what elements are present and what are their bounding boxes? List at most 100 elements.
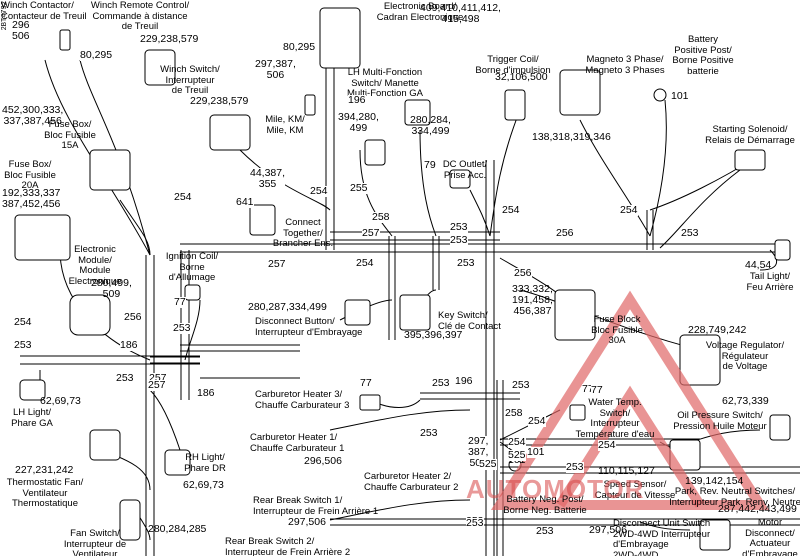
electronic-board-refs: 409,410,411,412, 415,498: [420, 2, 501, 25]
thermostatic-fan-connector: [89, 429, 121, 461]
battery-pos-label: Battery Positive Post/ Borne Positive ba…: [672, 34, 734, 77]
voltage-regulator-connector: [679, 334, 721, 386]
fuse-box-20a-connector: [14, 214, 71, 261]
wire-label: 186: [120, 339, 138, 351]
winch-contactor-refs: 296 506: [12, 19, 30, 42]
oil-pressure-label: Oil Pressure Switch/ Pression Huile Mote…: [673, 410, 767, 432]
park-rev-neutral-refs: 139,142,154: [685, 475, 744, 487]
winch-remote-connector: [144, 49, 176, 86]
wire-label: 101: [527, 446, 545, 458]
mile-km-switch-connector: [304, 94, 316, 116]
wire-label: 77: [582, 383, 594, 395]
park-rev-neutral-label: Park, Rev. Neutral Switches/ Interrupteu…: [669, 486, 800, 508]
disconnect-unit-refs: 297,506: [589, 524, 627, 536]
wire-label: 196: [455, 375, 473, 387]
battery-pos-terminal: [653, 88, 667, 102]
wire-label: 253: [681, 227, 699, 239]
wire-label: 253: [14, 339, 32, 351]
water-temp-label: Water Temp. Switch/ Interrupteur Tempéra…: [575, 397, 655, 440]
wire-label: 253: [536, 525, 554, 537]
carb-heater-3-connector: [359, 394, 381, 411]
fuse-box-20a-refs: 192,333,337 387,452,456: [2, 187, 61, 210]
watermark-text: AUTOMOTOR: [466, 474, 645, 504]
lh-multifunction-connector: [404, 99, 431, 126]
connect-together-label: Connect Together/ Brancher Ens.: [272, 217, 334, 249]
wire-label: 525: [479, 458, 497, 470]
wire-label: 253: [466, 517, 484, 529]
wire-label: 254: [528, 415, 546, 427]
wire-label: 253: [566, 461, 584, 473]
fuse-block-30a-label: Fuse Block Bloc Fusible 30A: [591, 314, 643, 346]
disconnect-unit-label: Disconnect Unit Switch 2WD-4WD Interrupt…: [613, 518, 711, 556]
carb-heater-1-refs: 296,506: [304, 455, 342, 467]
wire-label: 254: [508, 436, 526, 448]
wire-label: 80,295: [80, 49, 113, 61]
wire-label: 257: [362, 227, 380, 239]
electronic-module-label: Electronic Module/ Module Electronique: [68, 244, 122, 287]
mile-km-label: Mile, KM/ Mile, KM: [265, 114, 305, 136]
carb-heater-3-label: Carburetor Heater 3/ Chauffe Carburateur…: [255, 389, 350, 411]
key-switch-connector: [399, 294, 431, 331]
mile-km-connector: [364, 139, 386, 166]
wire-label: 80,295: [283, 41, 316, 53]
lh-light-refs: 62,69,73: [40, 395, 81, 407]
winch-switch-connector: [209, 114, 251, 151]
wire-label: 256: [514, 267, 532, 279]
wire-label: 254: [620, 204, 638, 216]
rear-brake-1-label: Rear Break Switch 1/ Interrupteur de Fre…: [253, 495, 379, 517]
wire-label: 641: [236, 196, 254, 208]
wire-label: 253: [450, 234, 468, 246]
dc-outlet-label: DC Outlet/ Prise Acc.: [442, 159, 488, 181]
wire-label: 256: [124, 311, 142, 323]
lh-multifunction-refs: 280,284, 334,499: [410, 114, 451, 137]
wire-label: 254: [174, 191, 192, 203]
wire-label: 253: [420, 427, 438, 439]
mile-km-refs: 297,387, 506: [255, 58, 296, 81]
fuse-box-20a-label: Fuse Box/ Bloc Fusible 20A: [4, 159, 56, 191]
tail-light-refs: 44,54: [745, 259, 772, 271]
electronic-board-connector: [319, 7, 361, 69]
rear-brake-1-refs: 297,506: [288, 516, 326, 528]
connect-together-connector: [249, 204, 276, 236]
fuse-box-15a-connector: [89, 149, 131, 191]
wire-label: 257: [149, 372, 167, 384]
starting-solenoid-connector: [734, 149, 766, 171]
dc-outlet-connector: [449, 169, 471, 189]
magneto-label: Magneto 3 Phase/ Magneto 3 Phases: [585, 54, 665, 76]
winch-remote-label: Winch Remote Control/ Commande à distanc…: [90, 0, 190, 32]
thermostatic-fan-refs: 227,231,242: [15, 464, 74, 476]
trigger-coil-label: Trigger Coil/ Borne d'impulsion: [475, 54, 551, 76]
oil-pressure-connector: [769, 414, 791, 441]
wire-label: 253: [116, 372, 134, 384]
wire-label: 253: [457, 257, 475, 269]
key-switch-label: Key Switch/ Clé de Contact: [438, 310, 501, 332]
wire-label: 253: [173, 322, 191, 334]
rh-light-refs: 62,69,73: [183, 479, 224, 491]
wire-label: 254: [598, 439, 616, 451]
thermostatic-fan-label: Thermostatic Fan/ Ventilateur Thermostat…: [6, 477, 84, 509]
fan-switch-connector: [119, 499, 141, 541]
wire-label: 77: [360, 377, 372, 389]
fuse-box-15a-refs: 452,300,333, 337,387,456: [2, 104, 64, 127]
disconnect-button-refs: 280,287,334,499: [248, 301, 327, 313]
electronic-module-connector: [69, 294, 111, 336]
disconnect-button-label: Disconnect Button/ Interrupteur d'Embray…: [255, 316, 363, 338]
wire-label: 394,280, 499: [338, 111, 379, 134]
speed-sensor-refs: 110,115,127: [598, 465, 655, 477]
disconnect-button-connector: [344, 299, 371, 326]
motor-disconnect-label: Motor Disconnect/ Actuateur d'Embrayage: [742, 517, 798, 556]
voltage-regulator-label: Voltage Regulator/ Régulateur de Voltage: [705, 340, 785, 372]
motor-disconnect-connector: [699, 519, 731, 551]
wire-label: 258: [372, 211, 390, 223]
winch-remote-refs: 229,238,579: [140, 33, 199, 45]
winch-contactor-connector: [59, 29, 71, 51]
voltage-regulator-refs: 228,749,242: [688, 324, 747, 336]
rh-light-label: RH Light/ Phare DR: [184, 452, 226, 474]
winch-contactor-label: Winch Contactor/ Contacteur de Treuil: [1, 0, 87, 22]
wire-label: 253: [512, 379, 530, 391]
wire-label: 77: [591, 384, 603, 396]
ignition-coil-connector: [184, 284, 201, 301]
fuse-box-15a-label: Fuse Box/ Bloc Fusible 15A: [44, 119, 96, 151]
wire-label: 79: [424, 159, 436, 171]
wire-label: 253: [450, 221, 468, 233]
